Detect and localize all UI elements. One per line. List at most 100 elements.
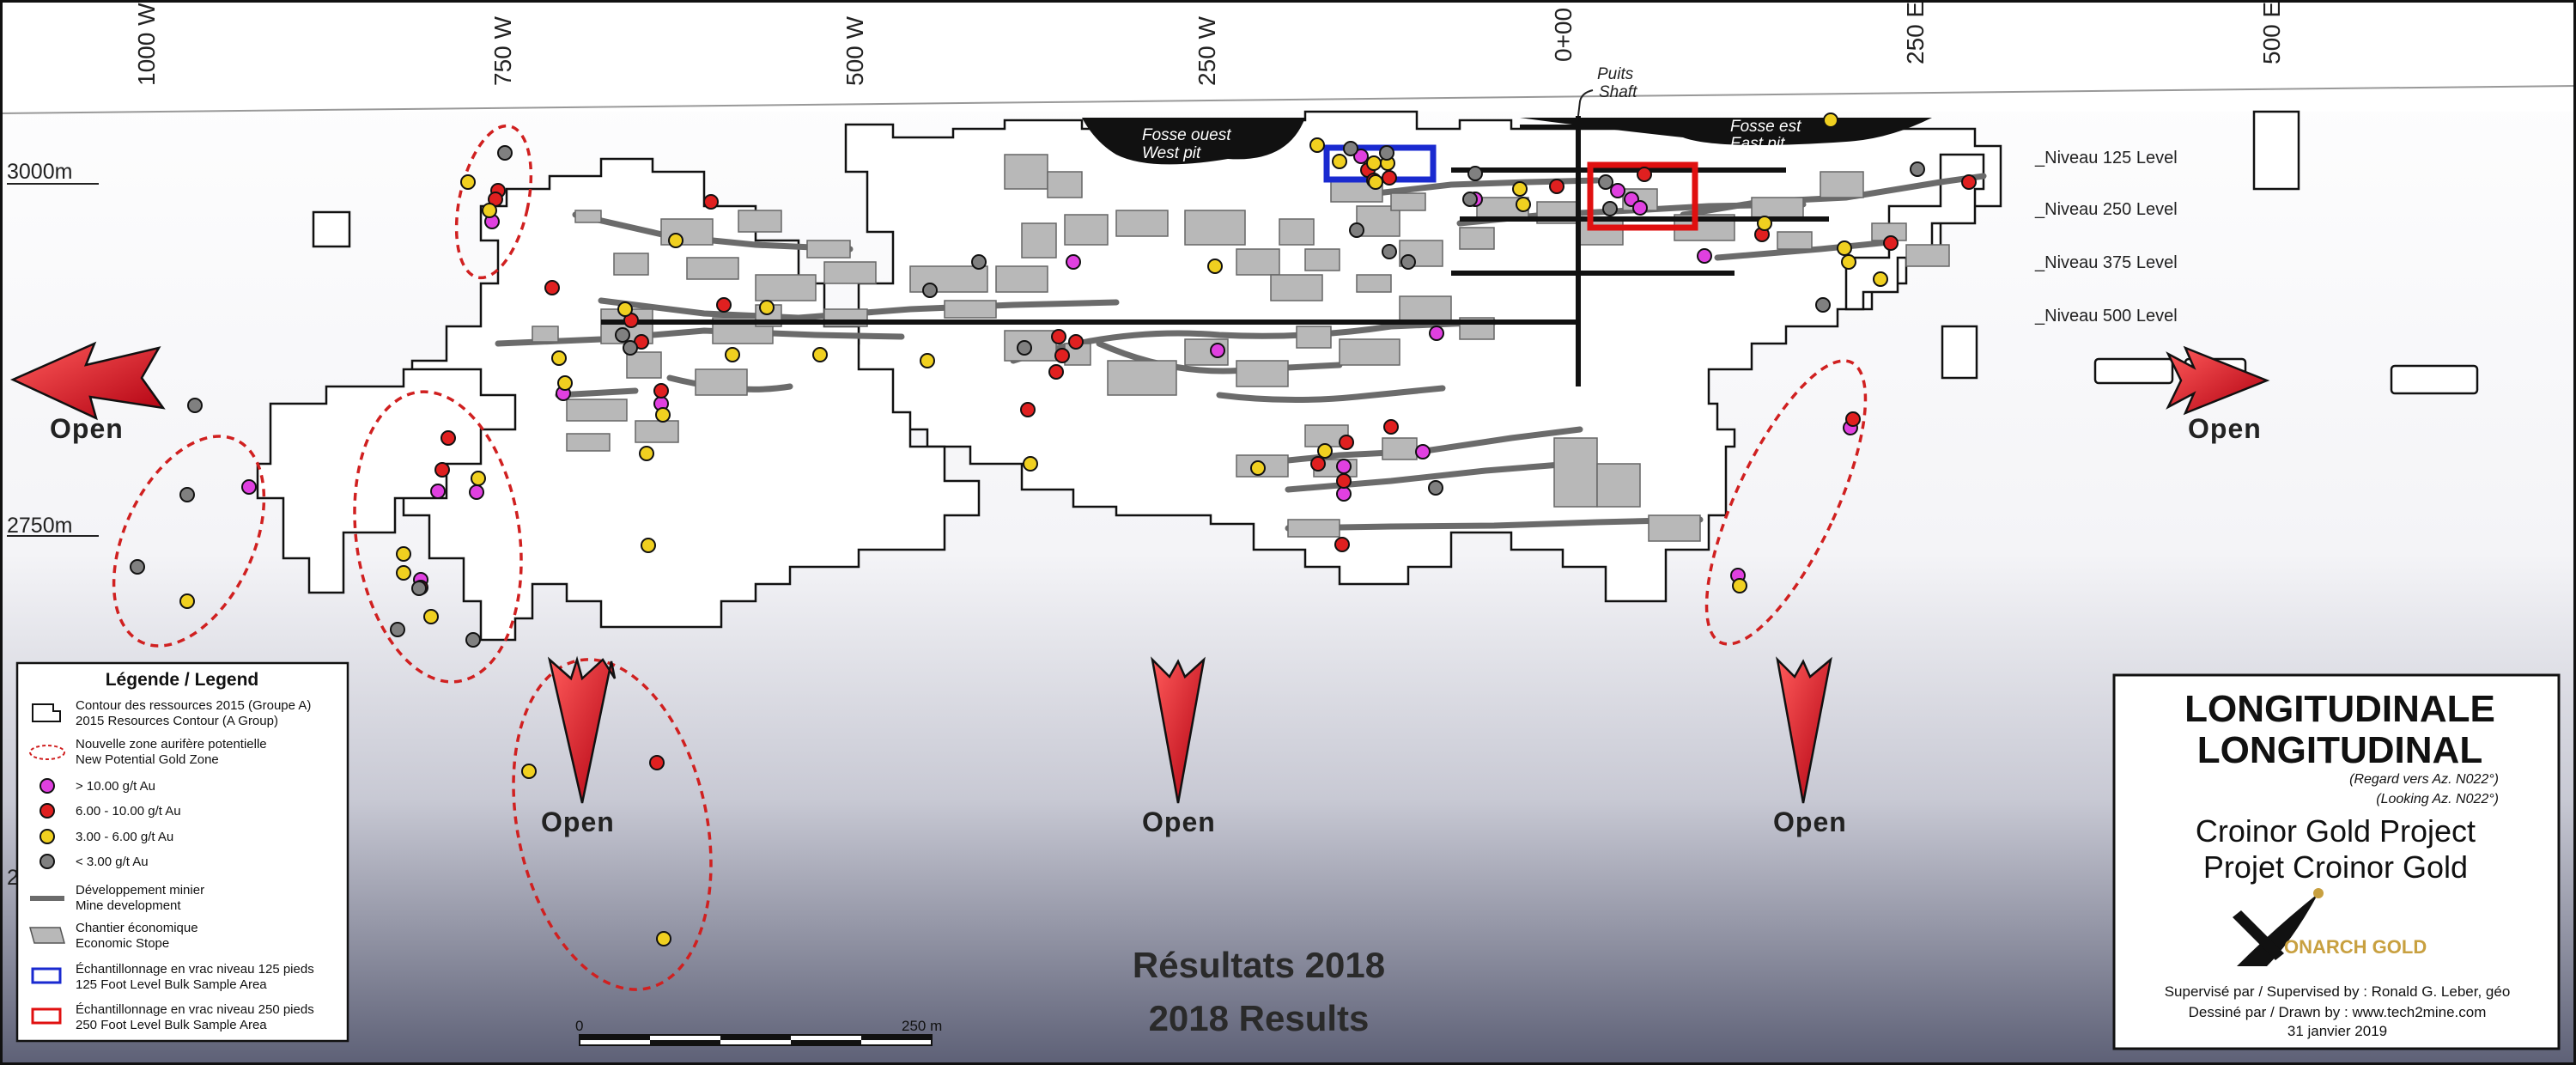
tick-label: 1000 W (133, 3, 160, 86)
east-pit-label-en: East pit (1730, 135, 1785, 153)
stope (566, 399, 628, 422)
assay-point (668, 233, 683, 248)
assay-point (922, 283, 938, 298)
level-label-375: _Niveau 375 Level (2034, 253, 2178, 272)
assay-point (1054, 348, 1070, 363)
shaft-label-fr: Puits (1597, 65, 1634, 83)
assay-point (1051, 329, 1066, 344)
assay-point (716, 297, 732, 313)
stope (1296, 326, 1332, 349)
stope (1287, 519, 1340, 538)
resource-contour-block (2390, 364, 2479, 395)
monarch-logo-star (2313, 888, 2324, 898)
assay-point (471, 471, 486, 486)
legend-swatch-3to6 (39, 829, 55, 844)
assay-point (812, 347, 828, 362)
assay-point (1317, 443, 1333, 459)
assay-point (1336, 459, 1352, 474)
assay-point (1598, 174, 1613, 190)
open-label-east: Open (2188, 413, 2262, 444)
axis-tick: 250 W (1194, 16, 1220, 86)
stope (635, 420, 679, 443)
assay-point (615, 327, 630, 343)
assay-point (434, 462, 450, 478)
stope (823, 261, 877, 284)
west-pit-label-en: West pit (1142, 144, 1201, 162)
tick-label: 500 E (2258, 2, 2285, 64)
assay-point (656, 931, 671, 946)
tick-label: 0+00 (1550, 8, 1577, 62)
open-label-south-3: Open (1773, 806, 1847, 837)
assay-point (1066, 254, 1081, 270)
level-label-125: _Niveau 125 Level (2034, 149, 2178, 167)
legend-title: Légende / Legend (106, 670, 259, 690)
elevation-label-3000: 3000m (7, 160, 72, 184)
stope (1905, 244, 1950, 267)
shaft-leader (1577, 89, 1594, 117)
axis-tick: 500 W (841, 16, 868, 86)
axis-tick: 500 E (2258, 2, 2285, 64)
stope (686, 257, 739, 280)
assay-point (1210, 343, 1225, 358)
legend-label: 2015 Resources Contour (A Group) (76, 714, 278, 728)
open-arrow-down-1 (547, 655, 617, 804)
assay-point (390, 622, 405, 637)
stope (1304, 248, 1340, 271)
assay-point (1382, 170, 1397, 186)
open-label-south-1: Open (541, 806, 615, 837)
project-name-en: Croinor Gold Project (2196, 813, 2476, 849)
legend-label: > 10.00 g/t Au (76, 779, 155, 794)
assay-point (1207, 259, 1223, 274)
stope (1047, 171, 1083, 198)
scale-bar-segment (580, 1035, 650, 1040)
resource-contour-far-west (256, 368, 517, 594)
stope (626, 351, 662, 379)
assay-point (971, 254, 987, 270)
assay-point (1339, 435, 1354, 450)
open-arrow-down-2 (1151, 656, 1206, 804)
legend-frame (15, 661, 349, 1043)
open-arrow-down-3 (1776, 656, 1832, 804)
level-label-500: _Niveau 500 Level (2034, 307, 2178, 326)
assay-point (617, 301, 633, 317)
stope (1339, 338, 1400, 366)
stope (1279, 218, 1315, 246)
view-direction-fr: (Regard vers Az. N022°) (2349, 772, 2499, 787)
stope (566, 433, 611, 452)
legend-label: 250 Foot Level Bulk Sample Area (76, 1018, 267, 1032)
easting-axis: 1000 W 750 W 500 W 250 W 0+00 250 E 500 … (133, 2, 2285, 86)
assay-point (1516, 197, 1531, 212)
assay-point (179, 593, 195, 609)
legend-label: 125 Foot Level Bulk Sample Area (76, 977, 267, 992)
tick-label: 750 W (489, 16, 516, 86)
assay-point (551, 350, 567, 366)
assay-point (1428, 480, 1443, 496)
assay-point (1815, 297, 1831, 313)
scale-bar: 0 250 m (575, 1018, 942, 1046)
assay-point (1467, 166, 1483, 181)
stope (1459, 227, 1495, 250)
stope (944, 300, 997, 319)
assay-point (623, 340, 638, 356)
legend-label: Développement minier (76, 883, 204, 898)
legend-swatch-stope (29, 927, 65, 944)
axis-tick: 750 W (489, 16, 516, 86)
stope (806, 240, 851, 259)
assay-point (460, 174, 476, 190)
stope (1399, 295, 1452, 323)
east-pit-label-fr: Fosse est (1730, 118, 1801, 136)
assay-point (430, 484, 446, 499)
assay-point (1637, 167, 1652, 182)
assay-point (1841, 254, 1856, 270)
assay-point (1732, 578, 1747, 593)
legend-swatch-new-zone (29, 745, 65, 760)
assay-point (1017, 340, 1032, 356)
legend-swatch-resources (32, 703, 61, 722)
stope (695, 368, 748, 396)
title-block-frame (2112, 673, 2561, 1050)
assay-point (1873, 271, 1888, 287)
assay-point (1250, 460, 1266, 476)
assay-point (920, 353, 935, 368)
stope (1751, 197, 1804, 220)
